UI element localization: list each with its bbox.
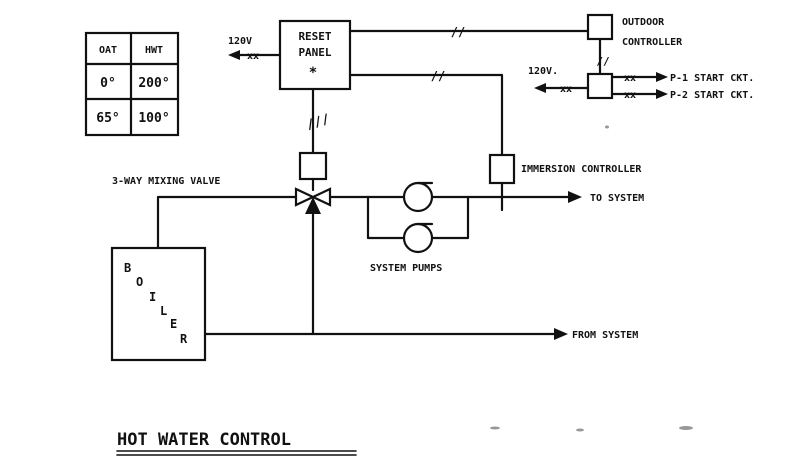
p2-start-arrowhead <box>656 89 668 99</box>
table-cell-oat-2: 65° <box>96 111 119 126</box>
valve-actuator-box <box>298 151 328 181</box>
pump-2-casing <box>402 222 434 254</box>
pump-start-relay: xx 120V. xx P-1 START CKT. xx P-2 START … <box>528 66 754 101</box>
immersion-controller-box <box>488 153 516 185</box>
system-pumps-label: SYSTEM PUMPS <box>370 263 442 274</box>
boiler-letter-3: I <box>149 290 156 304</box>
to-system-arrowhead <box>568 191 582 203</box>
wire-middle-tick-marks: // <box>431 69 445 83</box>
diagram-title: HOT WATER CONTROL <box>116 430 357 456</box>
pump-1 <box>402 181 434 213</box>
relay-power-cross-marks: xx <box>560 84 572 95</box>
wire-panel-to-outdoor-controller: // <box>348 25 602 39</box>
p2-start-label: P-2 START CKT. <box>670 90 754 101</box>
wire-top-tick-marks: // <box>451 25 465 39</box>
boiler-letter-1: B <box>124 261 131 275</box>
to-system-label: TO SYSTEM <box>590 193 644 204</box>
table-cell-hwt-2: 100° <box>138 111 169 126</box>
wire-middle <box>348 73 504 157</box>
p1-start-label: P-1 START CKT. <box>670 73 754 84</box>
from-system-arrowhead <box>554 328 568 340</box>
p1-start-arrowhead <box>656 72 668 82</box>
outdoor-controller-box <box>586 13 614 41</box>
reset-panel-asterisk: * <box>309 65 317 81</box>
boiler-letter-2: O <box>136 275 143 289</box>
immersion-controller: IMMERSION CONTROLLER <box>488 153 642 212</box>
mixing-valve-label: 3-WAY MIXING VALVE <box>112 176 220 187</box>
table-header-oat: OAT <box>99 45 117 56</box>
power-feed-arrowhead <box>228 50 240 60</box>
reset-panel-box <box>278 19 352 91</box>
reset-schedule-table: OAT HWT 0° 200° 65° 100° <box>84 31 180 137</box>
system-pumps: SYSTEM PUMPS <box>370 181 442 274</box>
valve-body-right <box>310 187 332 207</box>
outdoor-controller-label-line2: CONTROLLER <box>622 37 683 48</box>
mixing-valve-actuator: /// 3-WAY MIXING VALVE <box>112 87 332 192</box>
pump-1-casing <box>402 181 434 213</box>
p2-start-cross-marks: xx <box>624 90 636 101</box>
valve-body-left <box>294 187 316 207</box>
p1-start-cross-marks: xx <box>624 73 636 84</box>
boiler-letter-5: E <box>170 317 177 331</box>
reset-panel-power-feed: xx 120V <box>228 36 282 62</box>
boiler-box <box>110 246 207 362</box>
boiler-supply-pipe <box>156 195 298 250</box>
power-feed-label: 120V <box>228 36 252 47</box>
power-feed-cross-marks: xx <box>247 51 259 62</box>
scan-smudge-3 <box>679 426 693 430</box>
three-way-valve <box>294 187 332 214</box>
boiler-letter-6: R <box>180 332 188 346</box>
scan-artifacts <box>490 125 693 432</box>
reset-panel-label-line2: PANEL <box>298 46 331 59</box>
table-cell-oat-1: 0° <box>100 76 116 91</box>
table-header-hwt: HWT <box>145 45 163 56</box>
wire-panel-to-immersion-controller: // <box>348 69 504 157</box>
boiler: B O I L E R <box>110 246 207 362</box>
outdoor-controller-label-line1: OUTDOOR <box>622 17 665 28</box>
table-cell-hwt-1: 200° <box>138 76 169 91</box>
scan-smudge-1 <box>490 426 500 430</box>
valve-control-tick-marks: /// <box>305 112 332 134</box>
outdoor-controller: OUTDOOR CONTROLLER // <box>586 13 683 76</box>
from-system-label: FROM SYSTEM <box>572 330 638 341</box>
immersion-controller-label: IMMERSION CONTROLLER <box>521 164 642 175</box>
pump-start-relay-box <box>586 72 614 100</box>
scan-smudge-4 <box>605 125 609 129</box>
diagram-title-text: HOT WATER CONTROL <box>117 430 291 450</box>
relay-power-arrowhead <box>534 83 546 93</box>
valve-body-bottom <box>305 197 321 214</box>
relay-power-label: 120V. <box>528 66 558 77</box>
boiler-letter-4: L <box>160 304 167 318</box>
pump-2 <box>402 222 434 254</box>
reset-panel: RESET PANEL * <box>278 19 352 91</box>
scan-smudge-2 <box>576 428 584 432</box>
reset-panel-label-line1: RESET <box>298 30 331 43</box>
outdoor-controller-link-tick-marks: // <box>596 55 610 68</box>
